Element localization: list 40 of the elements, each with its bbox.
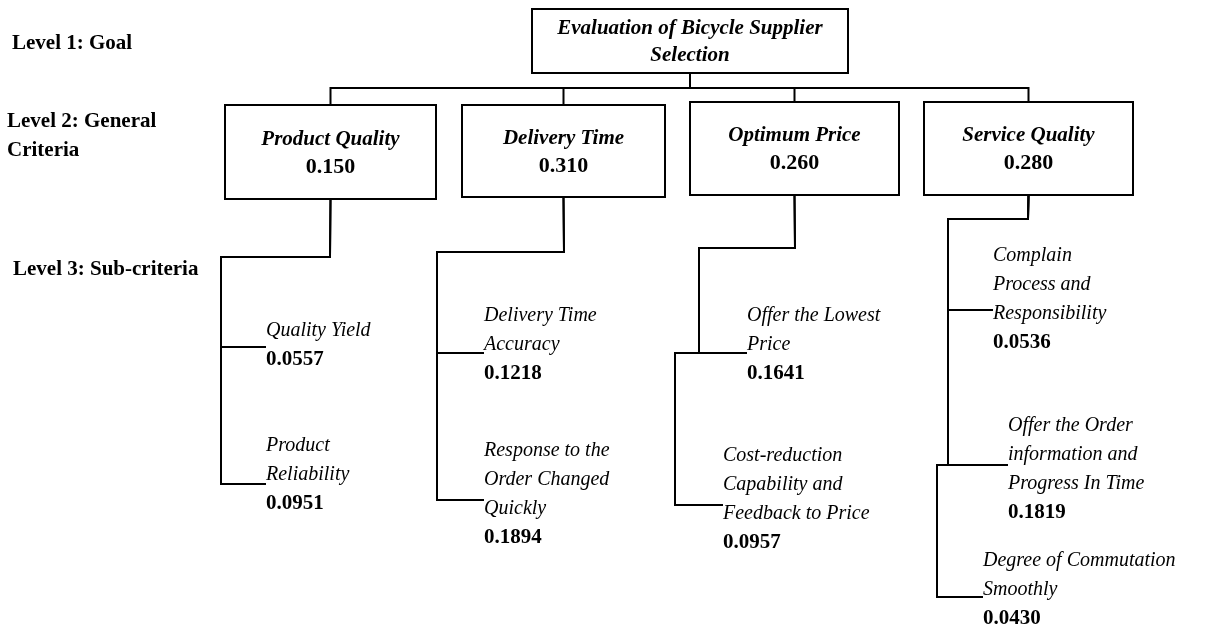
weight-value: 0.1819 xyxy=(1008,498,1066,525)
weight-value: 0.150 xyxy=(305,151,356,180)
subcriterion-name: Quality Yield xyxy=(266,317,371,343)
weight-value: 0.1894 xyxy=(484,523,542,550)
subcriterion-name: Degree of Commutation Smoothly xyxy=(983,547,1177,602)
criterion-name: Service Quality xyxy=(962,121,1095,148)
weight-value: 0.0536 xyxy=(993,328,1051,355)
subcriterion-name: Product Reliability xyxy=(266,432,351,487)
subcriterion-name: Cost-reduction Capability and Feedback to Price xyxy=(723,442,871,525)
connector-line xyxy=(689,73,1030,102)
criterion-name: Delivery Time xyxy=(502,123,625,151)
weight-value: 0.0430 xyxy=(983,604,1041,631)
connector-line xyxy=(674,195,796,506)
weight-value: 0.0957 xyxy=(723,528,781,555)
weight-value: 0.1641 xyxy=(747,359,805,386)
connector-line xyxy=(936,195,1030,598)
subcriterion-name: Response to the Order Changed Quickly xyxy=(484,437,611,521)
weight-value: 0.0951 xyxy=(266,489,324,516)
goal-box xyxy=(531,8,849,74)
weight-value: 0.310 xyxy=(538,150,589,179)
criterion-name: Product Quality xyxy=(261,124,400,152)
weight-value: 0.0557 xyxy=(266,345,324,372)
level-label: Level 3: Sub-criteria xyxy=(13,255,200,282)
connector-line xyxy=(436,197,565,501)
subcriterion-name: Offer the Lowest Price xyxy=(747,302,882,356)
goal-title: Evaluation of Bicycle Supplier Selection xyxy=(556,14,824,68)
criterion-box xyxy=(923,101,1134,196)
weight-value: 0.260 xyxy=(769,148,820,176)
weight-value: 0.280 xyxy=(1003,148,1054,176)
level-label: Level 1: Goal xyxy=(12,29,134,56)
criterion-box xyxy=(224,104,437,200)
subcriterion-name: Complain Process and Responsibility xyxy=(993,242,1108,326)
subcriterion-name: Delivery Time Accuracy xyxy=(484,302,598,357)
criterion-box xyxy=(461,104,666,198)
criterion-name: Optimum Price xyxy=(728,121,861,148)
subcriterion-name: Offer the Order information and Progress In Time xyxy=(1008,412,1146,496)
weight-value: 0.1218 xyxy=(484,359,542,386)
level-label: Level 2: General Criteria xyxy=(7,107,158,163)
connector-line xyxy=(220,199,332,485)
criterion-box xyxy=(689,101,900,196)
